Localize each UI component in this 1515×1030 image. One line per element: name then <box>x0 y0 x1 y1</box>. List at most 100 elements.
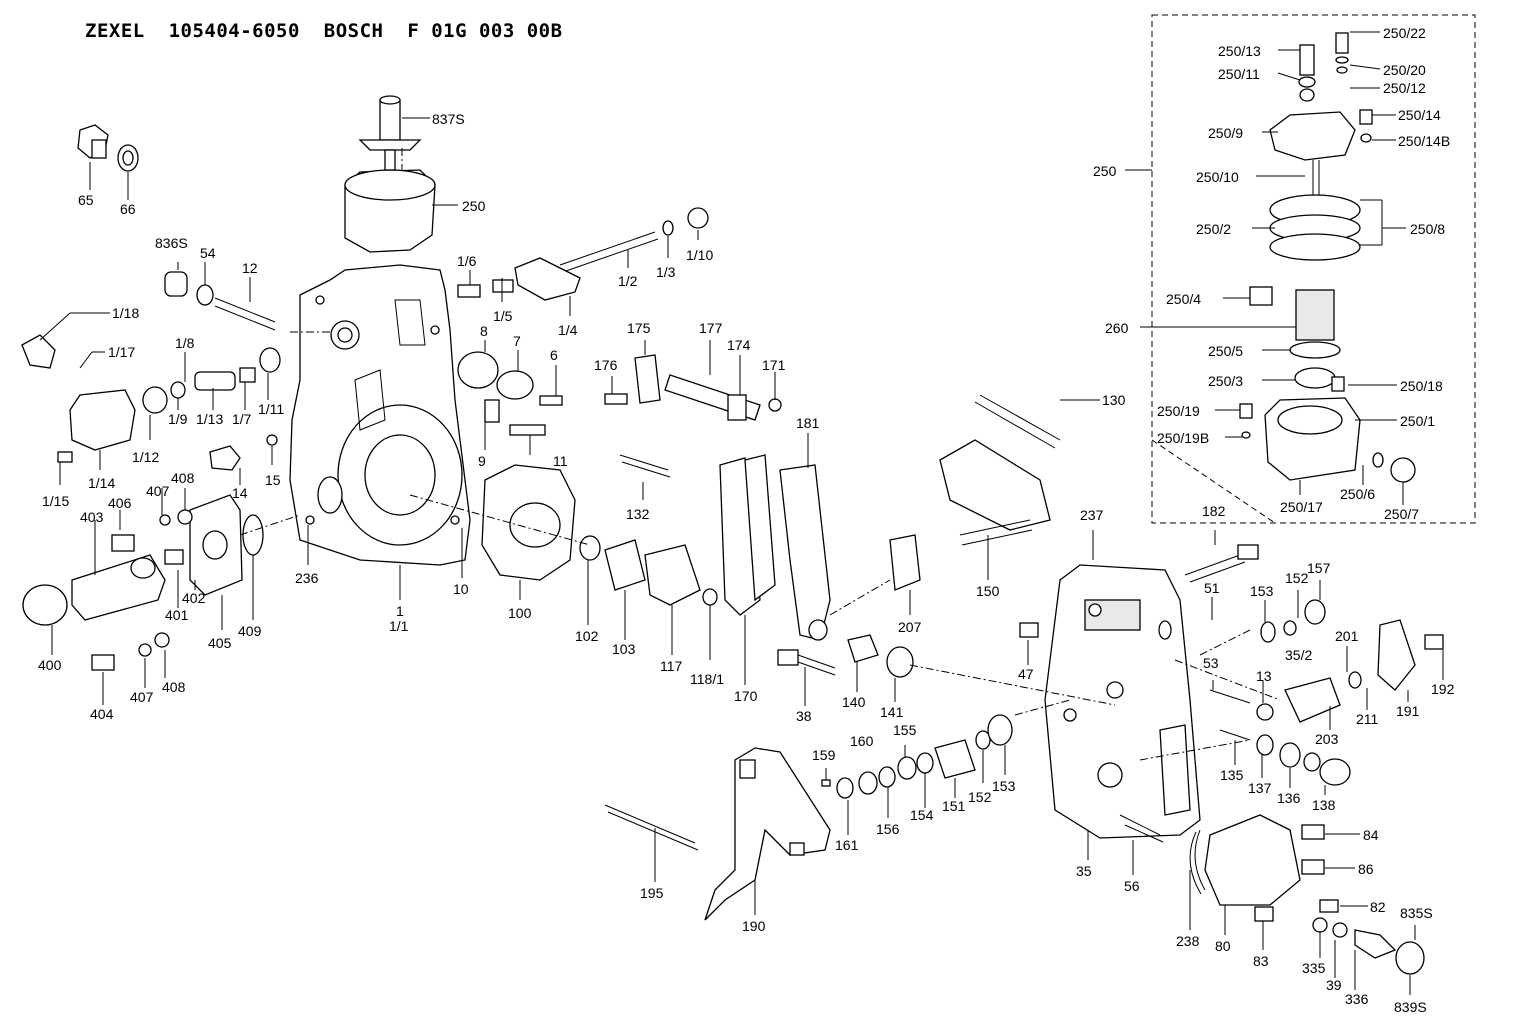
label-250-10: 250/10 <box>1196 169 1239 185</box>
label-238: 238 <box>1176 933 1200 949</box>
label-207: 207 <box>898 619 922 635</box>
label-1-10: 1/10 <box>686 247 713 263</box>
label-250-3: 250/3 <box>1208 373 1243 389</box>
label-140: 140 <box>842 694 866 710</box>
label-56: 56 <box>1124 878 1140 894</box>
label-38: 38 <box>796 708 812 724</box>
label-250-11: 250/11 <box>1218 66 1260 82</box>
label-211: 211 <box>1356 711 1379 727</box>
label-1-17: 1/17 <box>108 344 135 360</box>
center-bottom-parts <box>777 619 1013 799</box>
label-1-2: 1/2 <box>618 273 638 289</box>
label-80: 80 <box>1215 938 1231 954</box>
label-132: 132 <box>626 506 650 522</box>
label-136: 136 <box>1277 790 1301 806</box>
label-408a: 408 <box>171 470 195 486</box>
label-250-6: 250/6 <box>1340 486 1375 502</box>
label-335: 335 <box>1302 960 1326 976</box>
label-181: 181 <box>796 415 820 431</box>
label-14: 14 <box>232 485 248 501</box>
label-103: 103 <box>612 641 636 657</box>
label-250-14: 250/14 <box>1398 107 1441 123</box>
label-118-1: 118/1 <box>690 671 724 687</box>
label-151: 151 <box>942 798 966 814</box>
label-250-8: 250/8 <box>1410 221 1445 237</box>
label-195: 195 <box>640 885 664 901</box>
label-138: 138 <box>1312 797 1336 813</box>
label-153a: 153 <box>1250 583 1274 599</box>
label-150: 150 <box>976 583 1000 599</box>
label-191: 191 <box>1396 703 1420 719</box>
label-1-9: 1/9 <box>168 411 188 427</box>
label-237: 237 <box>1080 507 1104 523</box>
label-250-18: 250/18 <box>1400 378 1443 394</box>
label-156: 156 <box>876 821 900 837</box>
label-84: 84 <box>1363 827 1379 843</box>
label-250-5: 250/5 <box>1208 343 1243 359</box>
right-side-parts <box>1019 544 1444 843</box>
label-1-3: 1/3 <box>656 264 676 280</box>
label-250-20: 250/20 <box>1383 62 1426 78</box>
label-250-17: 250/17 <box>1280 499 1323 515</box>
assembly-axes <box>239 148 1281 761</box>
label-250-7: 250/7 <box>1384 506 1419 522</box>
label-201: 201 <box>1335 628 1359 644</box>
label-7: 7 <box>513 333 521 349</box>
label-203: 203 <box>1315 731 1339 747</box>
label-82: 82 <box>1370 899 1386 915</box>
label-408b: 408 <box>162 679 186 695</box>
label-51: 51 <box>1204 580 1220 596</box>
label-250-22: 250/22 <box>1383 25 1426 41</box>
label-53: 53 <box>1203 655 1219 671</box>
label-152a: 152 <box>1285 570 1309 586</box>
label-35-2: 35/2 <box>1285 647 1312 663</box>
governor-inset-parts <box>1239 32 1416 483</box>
label-837S: 837S <box>432 111 465 127</box>
label-250b: 250 <box>1093 163 1117 179</box>
label-236: 236 <box>295 570 319 586</box>
inset-frame <box>1151 14 1476 524</box>
label-1-18: 1/18 <box>112 305 139 321</box>
governor-housing-237 <box>1044 564 1201 839</box>
label-1-7: 1/7 <box>232 411 252 427</box>
label-155: 155 <box>893 722 917 738</box>
cover-and-bolts <box>1189 814 1425 975</box>
label-65: 65 <box>78 192 94 208</box>
governor-cover-250 <box>344 95 436 253</box>
label-250-2: 250/2 <box>1196 221 1231 237</box>
label-130: 130 <box>1102 392 1126 408</box>
lever-assembly <box>604 354 1061 478</box>
label-407a: 407 <box>146 483 170 499</box>
label-835S: 835S <box>1400 905 1433 921</box>
label-86: 86 <box>1358 861 1374 877</box>
left-parts <box>21 124 281 471</box>
label-1-1: 1/1 <box>389 618 409 634</box>
label-404: 404 <box>90 706 114 722</box>
label-6: 6 <box>550 347 558 363</box>
label-839S: 839S <box>1394 999 1427 1015</box>
label-157: 157 <box>1307 560 1331 576</box>
label-250-1: 250/1 <box>1400 413 1435 429</box>
label-175: 175 <box>627 320 651 336</box>
pump-housing <box>289 264 471 566</box>
label-117: 117 <box>660 658 683 674</box>
label-135: 135 <box>1220 767 1244 783</box>
label-12: 12 <box>242 260 258 276</box>
label-9: 9 <box>478 453 486 469</box>
label-260: 260 <box>1105 320 1129 336</box>
label-190: 190 <box>742 918 766 934</box>
label-405: 405 <box>208 635 232 651</box>
label-409: 409 <box>238 623 262 639</box>
label-54: 54 <box>200 245 216 261</box>
label-8: 8 <box>480 323 488 339</box>
spring-and-lever <box>604 747 831 921</box>
label-100: 100 <box>508 605 532 621</box>
label-13: 13 <box>1256 668 1272 684</box>
label-102: 102 <box>575 628 599 644</box>
label-407b: 407 <box>130 689 154 705</box>
part-labels: 837S 250 65 66 836S 54 12 1/18 1/17 1/8 … <box>38 25 1455 1015</box>
label-154: 154 <box>910 807 934 823</box>
label-35: 35 <box>1076 863 1092 879</box>
cam-assembly <box>481 464 718 606</box>
label-250-19B: 250/19B <box>1157 430 1209 446</box>
